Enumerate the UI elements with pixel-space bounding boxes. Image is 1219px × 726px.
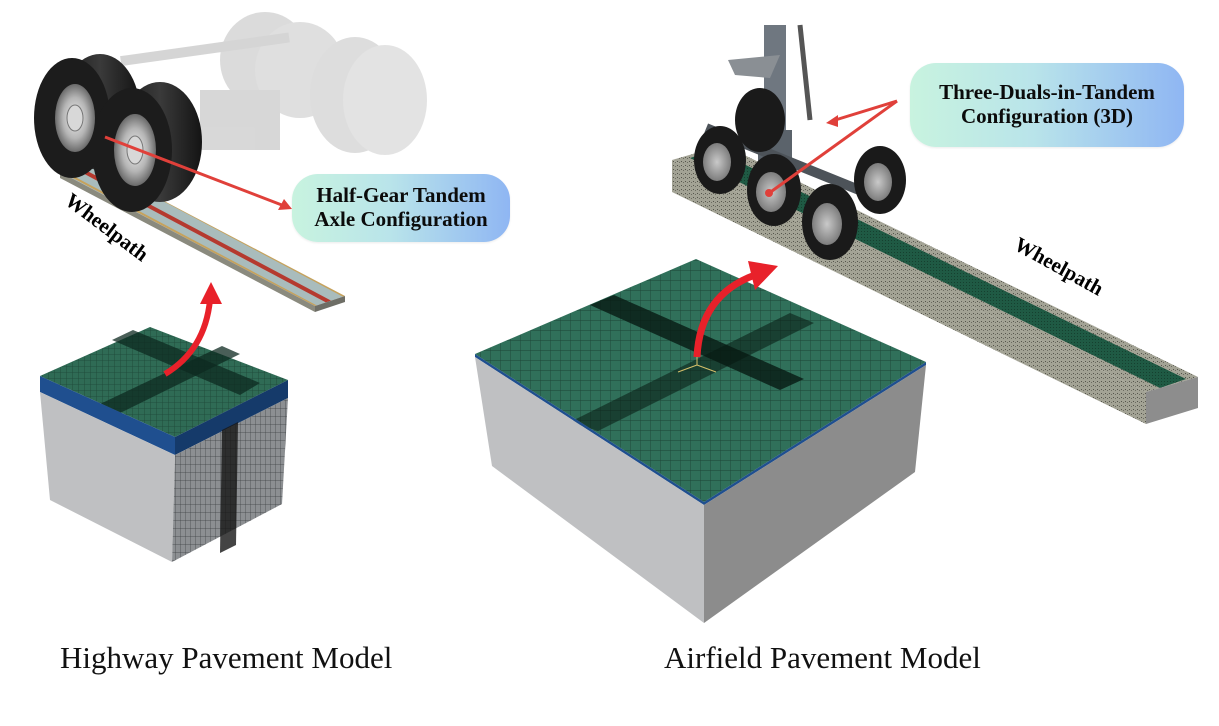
landing-gear-icon (694, 24, 906, 260)
airfield-leader-arrows (765, 99, 898, 197)
airfield-callout-line2: Configuration (3D) (960, 104, 1134, 128)
airfield-mesh-block (475, 259, 926, 623)
airfield-panel (475, 24, 1198, 623)
truck-tires-icon (34, 54, 202, 212)
highway-callout-line2: Axle Configuration (314, 207, 488, 231)
airfield-callout-line1: Three-Duals-in-Tandem (939, 80, 1155, 105)
highway-caption: Highway Pavement Model (60, 640, 393, 675)
airfield-caption: Airfield Pavement Model (664, 640, 981, 675)
highway-callout-line1: Half-Gear Tandem (316, 183, 486, 208)
airfield-gear-callout: Three-Duals-in-Tandem Configuration (3D) (910, 63, 1184, 147)
highway-panel (34, 12, 427, 562)
airfield-zoom-arrow-icon (693, 261, 778, 358)
truck-chassis-ghost (120, 12, 427, 155)
highway-mesh-block (40, 327, 288, 562)
highway-zoom-arrow-icon (163, 282, 222, 377)
highway-gear-callout: Half-Gear Tandem Axle Configuration (292, 174, 510, 242)
highway-leader-arrow (104, 135, 292, 210)
